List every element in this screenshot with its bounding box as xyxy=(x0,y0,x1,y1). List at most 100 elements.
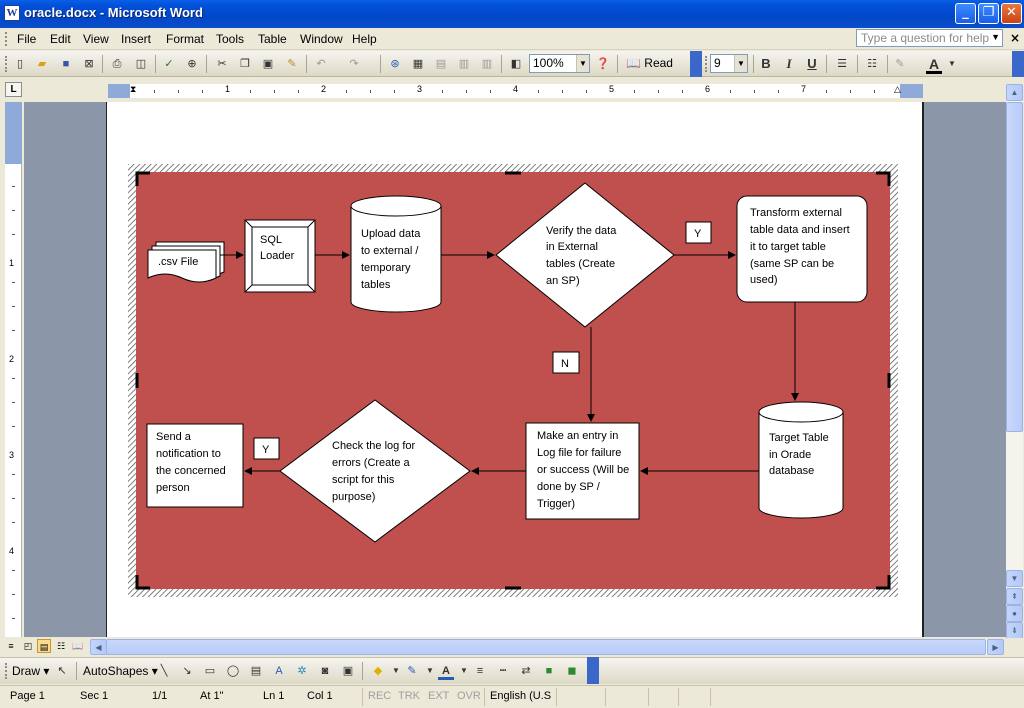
menu-edit[interactable]: Edit xyxy=(50,32,71,46)
sql-loader-shape[interactable]: SQL Loader xyxy=(244,219,316,293)
font-color-draw-icon[interactable]: A xyxy=(438,663,454,680)
canvas-handle[interactable] xyxy=(876,171,891,186)
align-center-icon[interactable]: ☰ xyxy=(837,58,847,70)
wordart-icon[interactable]: A xyxy=(275,665,283,677)
diagram-icon[interactable]: ✲ xyxy=(297,665,307,677)
menu-insert[interactable]: Insert xyxy=(121,32,152,46)
copy-icon[interactable]: ❐ xyxy=(240,58,250,70)
drawbar-grip[interactable] xyxy=(5,663,8,679)
line-color-dropdown-icon[interactable]: ▼ xyxy=(426,666,434,675)
outline-view-icon[interactable]: ☷ xyxy=(56,641,66,651)
vertical-scrollbar[interactable]: ▲ ▼ ⇞ ● ⇟ xyxy=(1006,84,1023,639)
line-style-icon[interactable]: ≡ xyxy=(476,665,484,677)
hyperlink-icon[interactable]: ⊛ xyxy=(390,58,400,70)
menubar-grip[interactable] xyxy=(5,32,8,46)
line-icon[interactable]: ╲ xyxy=(160,665,168,677)
select-objects-icon[interactable]: ↖ xyxy=(57,665,67,677)
oval-icon[interactable]: ◯ xyxy=(226,665,240,677)
csv-file-shape[interactable]: .csv File xyxy=(147,241,225,283)
toolbar-grip[interactable] xyxy=(5,56,8,72)
undo-icon[interactable]: ↶ xyxy=(316,58,326,70)
no-label-box[interactable]: N xyxy=(552,351,580,374)
3d-style-icon[interactable]: ◼ xyxy=(567,665,577,677)
zoom-select[interactable]: 100% ▼ xyxy=(529,54,590,73)
permission-icon[interactable]: ⊠ xyxy=(84,58,94,70)
insert-excel-icon[interactable]: ▥ xyxy=(458,58,470,70)
canvas-handle[interactable] xyxy=(876,575,891,590)
check-log-decision[interactable]: Check the log for errors (Create a scrip… xyxy=(279,399,471,543)
autoshapes-menu[interactable]: AutoShapes ▾ xyxy=(83,664,158,678)
help-search-input[interactable]: Type a question for help ▼ xyxy=(856,29,1003,47)
menu-file[interactable]: File xyxy=(17,32,37,46)
reading-layout-icon[interactable]: 📖 xyxy=(72,641,84,651)
menu-table[interactable]: Table xyxy=(258,32,287,46)
line-color-icon[interactable]: ✎ xyxy=(407,665,417,677)
verify-data-decision[interactable]: Verify the data in External tables (Crea… xyxy=(495,182,675,328)
underline-button[interactable]: U xyxy=(807,56,817,71)
font-color-dropdown-icon[interactable]: ▼ xyxy=(948,59,956,68)
tables-borders-icon[interactable]: ▦ xyxy=(412,58,424,70)
read-button[interactable]: 📖 Read xyxy=(626,56,673,70)
menu-help[interactable]: Help xyxy=(352,32,377,46)
restore-button[interactable]: ❐ xyxy=(978,3,999,24)
log-entry-process[interactable]: Make an entry in Log file for failure or… xyxy=(525,422,640,520)
browse-object-icon[interactable]: ● xyxy=(1006,605,1023,622)
web-view-icon[interactable]: ◰ xyxy=(23,641,33,651)
font-color-draw-dropdown-icon[interactable]: ▼ xyxy=(460,666,468,675)
toolbar-overflow-icon[interactable] xyxy=(1012,51,1024,77)
cut-icon[interactable]: ✂ xyxy=(217,58,227,70)
word-app-icon[interactable]: W xyxy=(4,5,20,21)
vertical-ruler[interactable]: 1 2 3 4 xyxy=(5,102,22,637)
zoom-dropdown-icon[interactable]: ▼ xyxy=(576,55,589,72)
drawbar-overflow-icon[interactable] xyxy=(587,657,599,684)
previous-page-icon[interactable]: ⇞ xyxy=(1006,588,1023,605)
menu-tools[interactable]: Tools xyxy=(216,32,245,46)
close-button[interactable]: ✕ xyxy=(1001,3,1022,24)
document-map-icon[interactable]: ◧ xyxy=(510,58,522,70)
status-ext[interactable]: EXT xyxy=(428,690,450,702)
insert-table-icon[interactable]: ▤ xyxy=(435,58,447,70)
scroll-up-icon[interactable]: ▲ xyxy=(1006,84,1023,101)
spelling-icon[interactable]: ✓ xyxy=(164,58,174,70)
notify-process[interactable]: Send a notification to the concerned per… xyxy=(146,423,244,508)
status-trk[interactable]: TRK xyxy=(398,690,420,702)
status-language[interactable]: English (U.S xyxy=(490,690,552,702)
ruler-indent-marker-icon[interactable]: ⧗ xyxy=(130,84,137,94)
print-preview-icon[interactable]: ◫ xyxy=(135,58,147,70)
columns-icon[interactable]: ▥ xyxy=(481,58,493,70)
font-size-select[interactable]: 9 ▼ xyxy=(710,54,748,73)
yes-label-box[interactable]: Y xyxy=(685,221,712,244)
bold-button[interactable]: B xyxy=(761,56,771,71)
help-dropdown-arrow-icon[interactable]: ▼ xyxy=(991,32,1000,42)
new-document-icon[interactable]: ▯ xyxy=(16,58,24,70)
menu-window[interactable]: Window xyxy=(300,32,343,46)
canvas-handle[interactable] xyxy=(135,575,150,590)
menu-view[interactable]: View xyxy=(83,32,109,46)
draw-menu[interactable]: Draw ▾ xyxy=(12,664,50,678)
tab-selector[interactable]: L xyxy=(5,82,22,97)
menu-format[interactable]: Format xyxy=(166,32,205,46)
shadow-style-icon[interactable]: ■ xyxy=(545,665,553,677)
text-box-icon[interactable]: ▤ xyxy=(250,665,262,677)
arrow-style-icon[interactable]: ⇄ xyxy=(521,665,531,677)
clip-art-icon[interactable]: ◙ xyxy=(321,665,329,677)
redo-icon[interactable]: ↷ xyxy=(349,58,359,70)
format-painter-icon[interactable]: ✎ xyxy=(287,58,297,70)
font-color-button[interactable]: A xyxy=(926,56,942,74)
horizontal-ruler[interactable]: ⧗ 1 2 3 4 5 6 7 △ xyxy=(108,84,923,98)
paste-icon[interactable]: ▣ xyxy=(262,58,274,70)
canvas-handle[interactable] xyxy=(135,171,150,186)
transform-process[interactable]: Transform external table data and insert… xyxy=(736,195,868,303)
yes-label-box-2[interactable]: Y xyxy=(253,437,280,460)
toolbar-overflow-icon[interactable] xyxy=(690,51,702,77)
scroll-down-icon[interactable]: ▼ xyxy=(1006,570,1023,587)
close-document-icon[interactable]: × xyxy=(1010,31,1021,45)
save-icon[interactable]: ■ xyxy=(62,58,70,70)
status-rec[interactable]: REC xyxy=(368,690,392,702)
dash-style-icon[interactable]: ┅ xyxy=(499,665,507,677)
research-icon[interactable]: ⊕ xyxy=(187,58,197,70)
normal-view-icon[interactable]: ≡ xyxy=(8,641,14,651)
scroll-right-icon[interactable]: ▶ xyxy=(987,639,1004,655)
upload-data-cylinder[interactable]: Upload data to external / temporary tabl… xyxy=(350,195,442,313)
fill-color-icon[interactable]: ◆ xyxy=(373,665,383,677)
